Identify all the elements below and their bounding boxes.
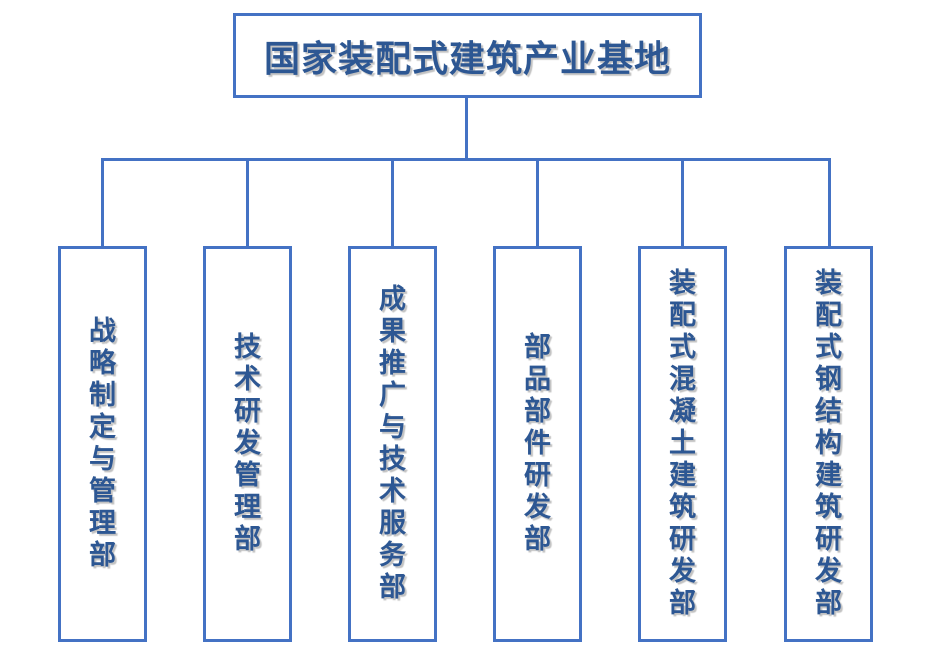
org-root-label: 国家装配式建筑产业基地 [263, 38, 671, 80]
dept-label: 装 配 式 混 凝 土 建 筑 研 发 部 [669, 268, 696, 619]
dept-box-steel-structure-rd: 装 配 式 钢 结 构 建 筑 研 发 部 [784, 246, 873, 642]
dept-box-strategy-management: 战 略 制 定 与 管 理 部 [58, 246, 147, 642]
dept-label: 装 配 式 钢 结 构 建 筑 研 发 部 [815, 268, 842, 619]
org-root-box: 国家装配式建筑产业基地 [233, 13, 702, 98]
dept-box-precast-concrete-rd: 装 配 式 混 凝 土 建 筑 研 发 部 [638, 246, 727, 642]
connector-drop-3 [391, 158, 394, 247]
connector-horizontal-bar [101, 158, 831, 161]
dept-box-tech-rd-management: 技 术 研 发 管 理 部 [203, 246, 292, 642]
dept-label: 部 品 部 件 研 发 部 [524, 332, 551, 555]
dept-label: 战 略 制 定 与 管 理 部 [89, 316, 116, 571]
dept-label: 成 果 推 广 与 技 术 服 务 部 [379, 284, 406, 603]
connector-drop-5 [681, 158, 684, 247]
connector-drop-6 [828, 158, 831, 247]
dept-label: 技 术 研 发 管 理 部 [234, 332, 261, 555]
connector-drop-1 [101, 158, 104, 247]
dept-box-parts-components-rd: 部 品 部 件 研 发 部 [493, 246, 582, 642]
connector-drop-2 [246, 158, 249, 247]
dept-box-promotion-tech-service: 成 果 推 广 与 技 术 服 务 部 [348, 246, 437, 642]
connector-drop-4 [536, 158, 539, 247]
connector-root-stub [465, 98, 468, 161]
